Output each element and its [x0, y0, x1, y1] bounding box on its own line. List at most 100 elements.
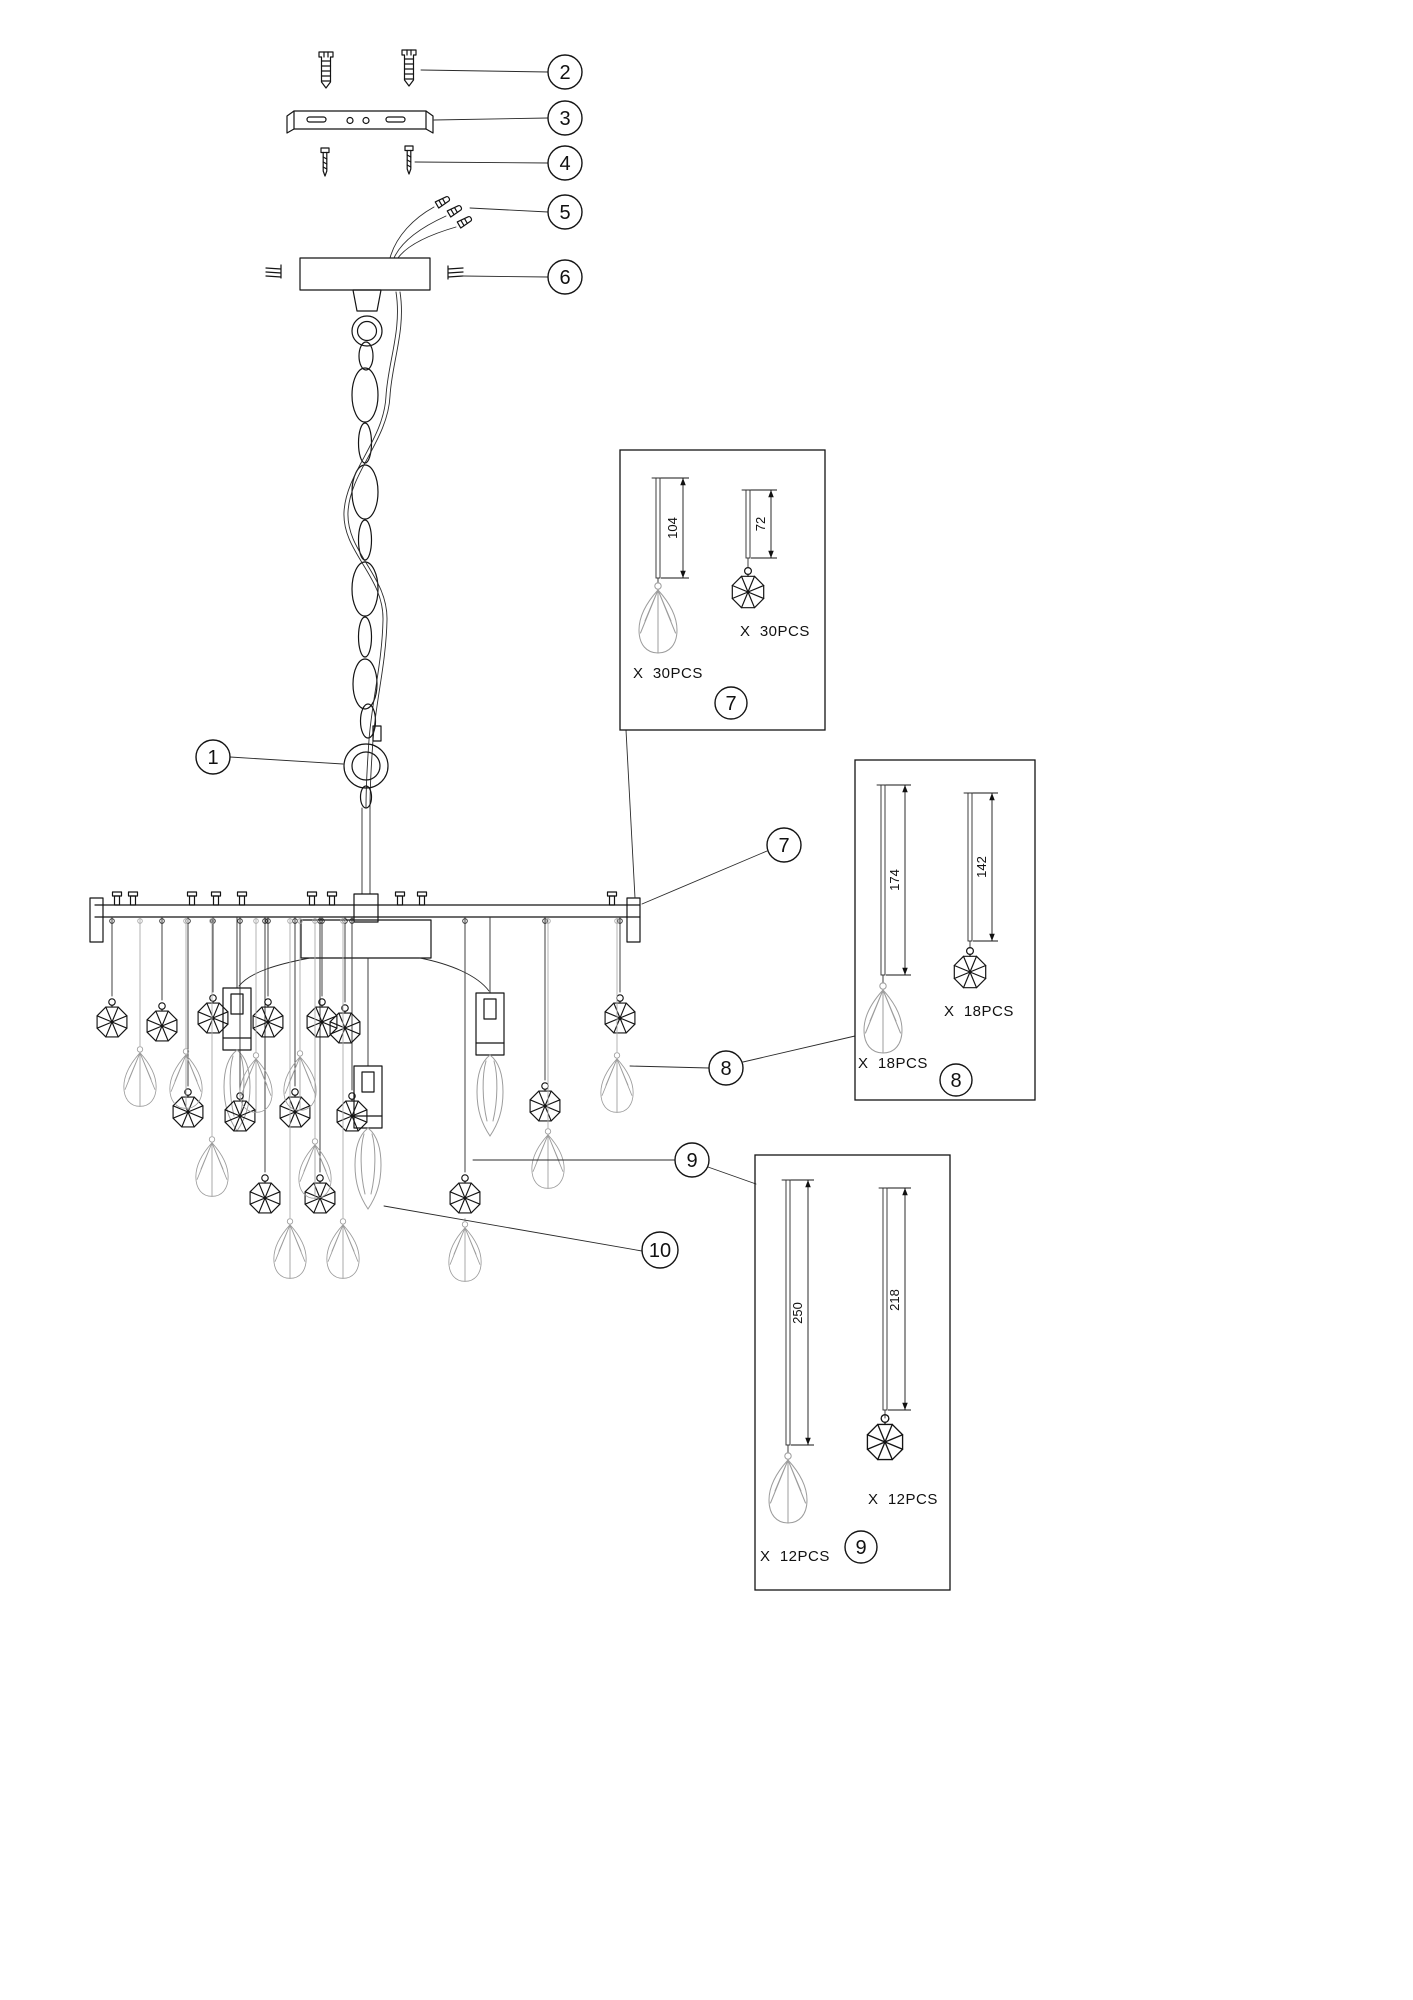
dimension-label: 142: [974, 856, 989, 878]
octagon-crystals: [96, 994, 636, 1214]
callout-5: 5: [547, 194, 583, 230]
piece-count-label: X 12PCS: [868, 1491, 938, 1508]
teardrop-crystal: [169, 1048, 203, 1109]
dimension-label: 72: [753, 517, 768, 531]
frame-bolt: [326, 891, 338, 906]
callout-8: 8: [708, 1050, 744, 1086]
teardrop-crystal: [863, 982, 903, 1054]
callout-7-number: 7: [778, 835, 789, 857]
callout-10: 10: [641, 1231, 679, 1269]
piece-count-label: X 30PCS: [633, 665, 703, 682]
wire-connector-cap: [434, 194, 452, 209]
teardrop-crystals: [123, 1046, 634, 1282]
frame-bolt: [416, 891, 428, 906]
octagon-pendant-drawing: 218 X 12PCS: [866, 1187, 938, 1508]
octagon-crystal: [529, 1082, 561, 1122]
wire-connectors: [389, 194, 474, 259]
octagon-pendant-drawing: 142 X 18PCS: [944, 792, 1014, 1020]
wall-anchor: [318, 51, 334, 89]
frame-bolt: [236, 891, 248, 906]
callout-2-number: 2: [559, 62, 570, 84]
callout-3: 3: [547, 100, 583, 136]
dimension-label: 104: [665, 517, 680, 539]
frame-bolt: [127, 891, 139, 906]
teardrop-crystal: [195, 1136, 229, 1197]
octagon-crystal: [604, 994, 636, 1034]
teardrop-drop-rods: [137, 918, 620, 1221]
callout-3-number: 3: [559, 108, 570, 130]
teardrop-crystal: [768, 1452, 808, 1524]
octagon-crystal: [336, 1092, 368, 1132]
octagon-crystal: [731, 566, 765, 609]
piece-count-label: X 18PCS: [858, 1055, 928, 1072]
callout-7-box: 7: [714, 686, 748, 720]
leader-lines: [229, 69, 856, 1252]
callout-9-box: 9: [844, 1530, 878, 1564]
candle-bulb: [476, 1054, 504, 1137]
wall-anchors: [318, 49, 417, 89]
teardrop-pendant-drawing: 250 X 12PCS: [760, 1179, 829, 1565]
mounting-screw: [404, 145, 414, 175]
callout-1-number: 1: [207, 747, 218, 769]
octagon-crystal: [252, 998, 284, 1038]
frame-bolt: [306, 891, 318, 906]
callout-9: 9: [674, 1142, 710, 1178]
wall-anchor: [401, 49, 417, 87]
teardrop-crystal: [326, 1218, 360, 1279]
teardrop-pendant-drawing: 104 X 30PCS: [633, 477, 703, 682]
teardrop-crystal: [600, 1052, 634, 1113]
octagon-crystal: [866, 1413, 904, 1461]
callout-4: 4: [547, 145, 583, 181]
candle-bulbs: [223, 1049, 504, 1210]
top-hanging-loop: [351, 315, 383, 347]
socket-wires: [236, 917, 491, 1067]
octagon-crystal: [953, 946, 987, 989]
callout-10-number: 10: [649, 1240, 671, 1262]
callout-9-number: 9: [686, 1150, 697, 1172]
dimension-label: 250: [790, 1302, 805, 1324]
callout-9-box-number: 9: [855, 1537, 866, 1559]
detail-box-9: 250 X 12PCS 218 X 12PCS 9: [754, 1154, 951, 1591]
octagon-pendant-drawing: 72 X 30PCS: [731, 489, 809, 640]
callout-7-box-number: 7: [725, 693, 736, 715]
frame-bolt: [186, 891, 198, 906]
dimension-label: 174: [887, 869, 902, 891]
octagon-crystal: [449, 1174, 481, 1214]
dimension-label: 218: [887, 1289, 902, 1311]
teardrop-crystal: [448, 1221, 482, 1282]
callout-2: 2: [547, 54, 583, 90]
octagon-crystal: [249, 1174, 281, 1214]
callout-1: 1: [195, 739, 231, 775]
detail-box-8: 174 X 18PCS 142 X 18PCS 8: [854, 759, 1036, 1101]
teardrop-crystal: [531, 1128, 565, 1189]
lamp-socket: [475, 992, 505, 1056]
teardrop-crystal: [638, 582, 678, 654]
octagon-crystal: [306, 998, 338, 1038]
mounting-screw: [320, 147, 330, 177]
suspension-chain: [351, 341, 379, 739]
detail-box-7: 104 X 30PCS 72 X 30PCS 7: [619, 449, 826, 731]
callout-8-number: 8: [720, 1058, 731, 1080]
teardrop-crystal: [123, 1046, 157, 1107]
callout-8-box-number: 8: [950, 1070, 961, 1092]
lamp-socket: [222, 987, 252, 1051]
candle-bulb: [354, 1127, 382, 1210]
frame-bolt: [394, 891, 406, 906]
chandelier-frame: [89, 893, 641, 959]
wire-connector-cap: [446, 203, 464, 218]
teardrop-crystal: [298, 1138, 332, 1199]
teardrop-crystal: [283, 1050, 317, 1111]
mounting-screws: [320, 145, 414, 177]
bottom-hanging-loop: [343, 725, 389, 809]
callout-6-number: 6: [559, 267, 570, 289]
octagon-crystal: [279, 1088, 311, 1128]
octagon-crystal: [96, 998, 128, 1038]
center-rod: [361, 807, 371, 895]
callout-8-box: 8: [939, 1063, 973, 1097]
teardrop-crystal: [273, 1218, 307, 1279]
piece-count-label: X 18PCS: [944, 1003, 1014, 1020]
wire-connector-cap: [456, 214, 474, 229]
callout-7: 7: [766, 827, 802, 863]
mounting-bracket: [286, 110, 434, 134]
